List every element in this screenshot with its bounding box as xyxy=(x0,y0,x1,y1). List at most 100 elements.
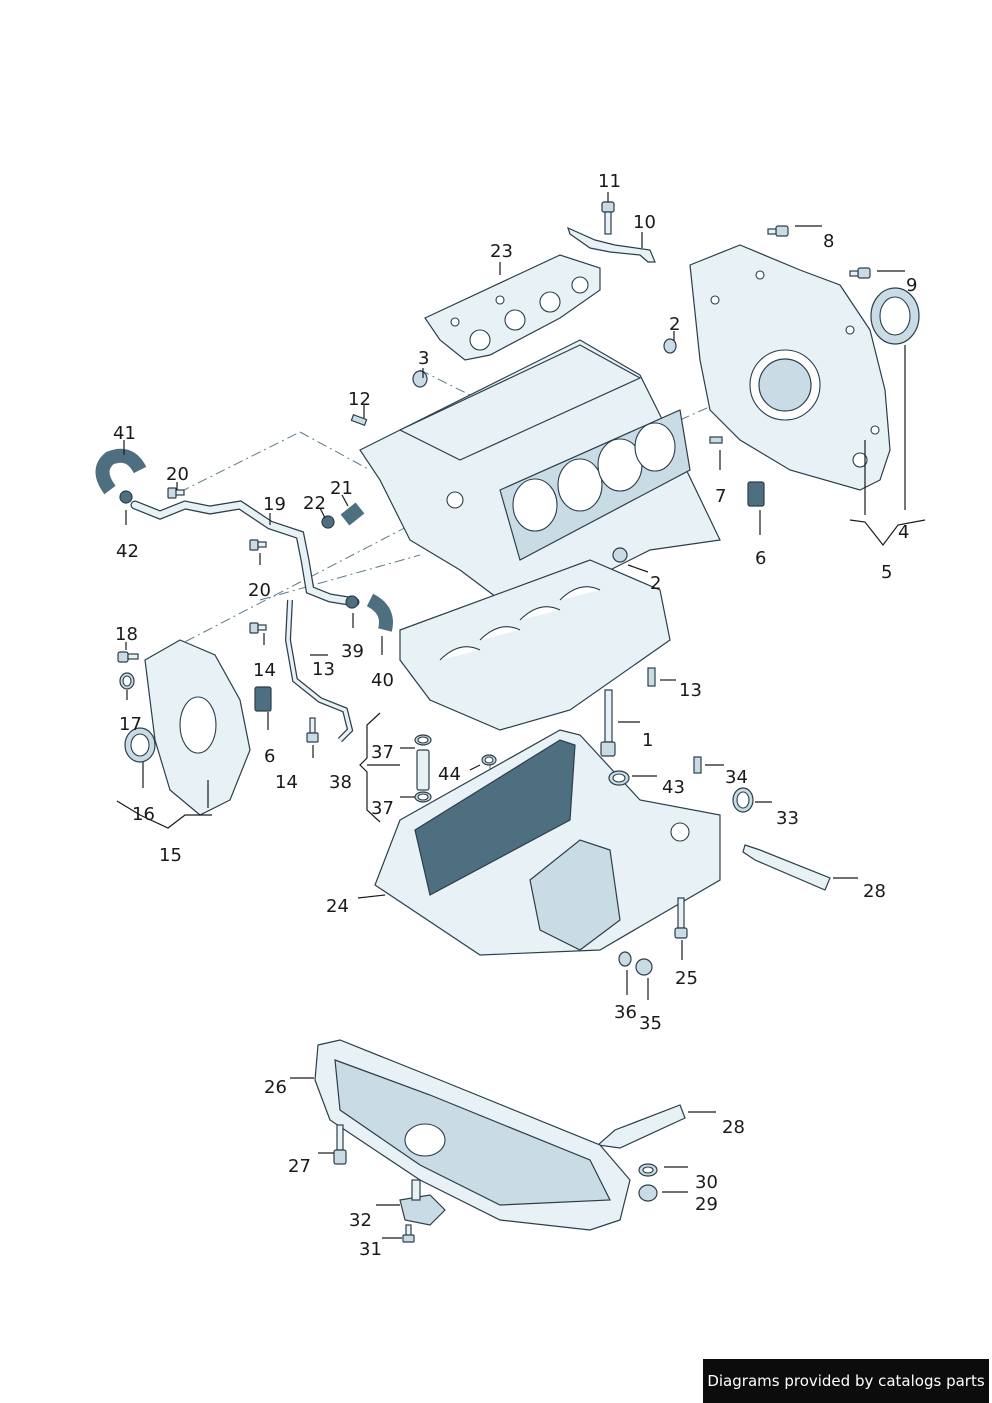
callout-43: 43 xyxy=(662,777,685,798)
sensor xyxy=(747,481,765,507)
o-ring xyxy=(481,754,497,766)
plug xyxy=(663,338,677,354)
bedplate xyxy=(399,559,671,731)
callout-37: 37 xyxy=(371,798,394,819)
o-ring xyxy=(732,787,754,813)
coolant-hose xyxy=(340,502,365,526)
plug xyxy=(412,370,428,388)
callout-18: 18 xyxy=(115,624,138,645)
callout-6: 6 xyxy=(264,746,275,767)
bolt xyxy=(306,717,319,743)
bolt xyxy=(249,622,267,634)
callout-21: 21 xyxy=(330,478,353,499)
sealant-tube xyxy=(596,1104,686,1149)
hose-clamp xyxy=(119,490,133,504)
lower-oil-pan xyxy=(314,1039,631,1231)
bolt xyxy=(849,267,871,279)
callout-28: 28 xyxy=(863,881,886,902)
drain-plug xyxy=(638,1184,658,1202)
callout-11: 11 xyxy=(598,171,621,192)
bolt xyxy=(402,1224,415,1243)
callout-9: 9 xyxy=(906,275,917,296)
callout-2: 2 xyxy=(669,314,680,335)
callout-42: 42 xyxy=(116,541,139,562)
callout-15: 15 xyxy=(159,845,182,866)
callout-23: 23 xyxy=(490,241,513,262)
callout-2: 2 xyxy=(650,573,661,594)
callout-6: 6 xyxy=(755,548,766,569)
seal-ring xyxy=(870,287,920,345)
bolt xyxy=(674,897,688,939)
callout-3: 3 xyxy=(418,348,429,369)
o-ring xyxy=(414,734,432,746)
o-ring xyxy=(618,951,632,967)
head-gasket xyxy=(424,254,601,361)
engine-block xyxy=(359,339,721,601)
bolt xyxy=(767,225,789,237)
o-ring xyxy=(119,672,135,690)
callout-1: 1 xyxy=(642,730,653,751)
callout-4: 4 xyxy=(898,522,909,543)
bolt xyxy=(249,539,267,551)
bolt xyxy=(167,487,185,499)
callout-29: 29 xyxy=(695,1194,718,1215)
o-ring xyxy=(414,791,432,803)
callout-22: 22 xyxy=(303,493,326,514)
callout-7: 7 xyxy=(715,486,726,507)
callout-14: 14 xyxy=(275,772,298,793)
provider-credit-banner: Diagrams provided by catalogs parts xyxy=(703,1359,989,1403)
callout-28: 28 xyxy=(722,1117,745,1138)
stud-bolt xyxy=(600,689,616,757)
provider-credit-text: Diagrams provided by catalogs parts xyxy=(707,1372,985,1390)
sleeve xyxy=(416,749,430,791)
plug xyxy=(612,547,628,563)
seal-ring xyxy=(124,727,156,763)
o-ring xyxy=(608,770,630,786)
callout-17: 17 xyxy=(119,714,142,735)
callout-26: 26 xyxy=(264,1077,287,1098)
drain-plug xyxy=(635,958,653,976)
hose-clamp xyxy=(345,595,359,609)
callout-27: 27 xyxy=(288,1156,311,1177)
callout-39: 39 xyxy=(341,641,364,662)
timing-cover xyxy=(144,639,251,816)
callout-19: 19 xyxy=(263,494,286,515)
bracket xyxy=(567,226,656,263)
callout-5: 5 xyxy=(881,562,892,583)
callout-20: 20 xyxy=(248,580,271,601)
callout-38: 38 xyxy=(329,772,352,793)
coolant-hose xyxy=(95,448,147,495)
callout-13: 13 xyxy=(312,659,335,680)
bolt xyxy=(117,651,139,663)
rear-cover-plate xyxy=(689,244,891,491)
callout-8: 8 xyxy=(823,231,834,252)
callout-31: 31 xyxy=(359,1239,382,1260)
hose-clamp xyxy=(321,515,335,529)
callout-35: 35 xyxy=(639,1013,662,1034)
dowel-pin xyxy=(647,667,656,687)
callout-16: 16 xyxy=(132,804,155,825)
sensor xyxy=(254,686,272,712)
callout-44: 44 xyxy=(438,764,461,785)
coolant-pipe xyxy=(284,599,354,743)
callout-20: 20 xyxy=(166,464,189,485)
bolt xyxy=(333,1124,347,1165)
upper-oil-pan xyxy=(374,729,721,956)
callout-34: 34 xyxy=(725,767,748,788)
callout-37: 37 xyxy=(371,742,394,763)
oil-level-sensor xyxy=(399,1179,446,1226)
callout-25: 25 xyxy=(675,968,698,989)
coolant-hose xyxy=(366,593,393,632)
callout-10: 10 xyxy=(633,212,656,233)
callout-24: 24 xyxy=(326,896,349,917)
dowel-pin xyxy=(709,436,723,444)
dowel-pin xyxy=(350,414,368,426)
callout-labels: 1 2 2 3 4 5 6 6 7 8 9 10 11 12 13 13 14 … xyxy=(113,171,917,1260)
bolt xyxy=(601,201,615,235)
callout-13: 13 xyxy=(679,680,702,701)
callout-41: 41 xyxy=(113,423,136,444)
callout-40: 40 xyxy=(371,670,394,691)
dowel-pin xyxy=(693,756,702,774)
callout-32: 32 xyxy=(349,1210,372,1231)
